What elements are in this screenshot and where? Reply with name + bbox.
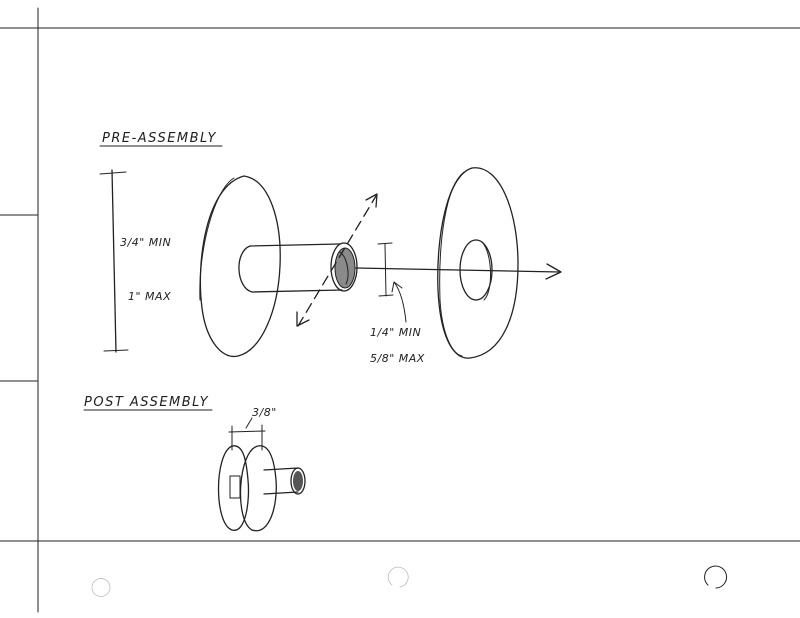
right-washer-edge (439, 171, 465, 357)
assembled-part (217, 445, 306, 532)
post-width-label: 3/8" (252, 406, 277, 419)
center-axis-line (355, 267, 561, 273)
tube-shaft (238, 242, 358, 293)
diagonal-arrowhead-bottom (296, 311, 310, 327)
post-assembly-title: POST ASSEMBLY (84, 395, 209, 410)
left-flange-face (199, 175, 281, 358)
punch-hole-center (387, 566, 409, 588)
right-washer-hole (459, 239, 493, 301)
diagonal-dashed-line (297, 195, 377, 327)
left-flange-edge (199, 177, 235, 301)
assembled-front-disc (239, 445, 277, 532)
tube-bore-shading (334, 247, 356, 289)
punch-holes (91, 565, 728, 597)
height-dimension (99, 169, 129, 353)
height-dimension-bottom-tick (103, 349, 129, 352)
assembled-tube-end (290, 467, 306, 495)
gap-leader-arrowhead (391, 281, 403, 293)
diagonal-arrowhead-top (365, 193, 378, 208)
assembled-rear-disc (217, 445, 250, 531)
assembled-tube-top (263, 467, 299, 471)
tube-front-end (330, 242, 358, 292)
gap-dimension-bottom-tick (378, 294, 394, 297)
left-flange (199, 175, 281, 358)
height-min-label: 3/4" MIN (120, 236, 171, 249)
punch-hole-left (91, 578, 111, 597)
assembled-inner-stub (229, 475, 241, 499)
right-washer-face (437, 167, 519, 359)
right-washer-hole-depth (481, 241, 492, 301)
height-dimension-top-tick (99, 171, 127, 175)
gap-dimension-top-tick (377, 242, 393, 245)
center-axis-arrowhead (545, 263, 562, 280)
sheet-border (0, 7, 800, 613)
diagonal-axis (296, 193, 378, 327)
gap-dimension-line (384, 243, 387, 297)
assembled-tube-bottom (263, 491, 299, 495)
pre-assembly-title: PRE-ASSEMBLY (102, 131, 217, 146)
gap-leader-arrow (393, 281, 407, 323)
center-axis (355, 263, 562, 280)
post-width-line (228, 430, 266, 433)
height-max-label: 1" MAX (128, 290, 171, 303)
post-width-leader (245, 417, 253, 429)
punch-hole-right (704, 565, 728, 589)
height-dimension-line (111, 169, 117, 353)
right-washer (437, 167, 519, 359)
tube-bottom-edge (251, 289, 343, 293)
tube-top-edge (249, 243, 341, 247)
gap-min-label: 1/4" MIN (370, 326, 421, 339)
tube-back-end (238, 245, 253, 293)
gap-dimension (377, 242, 407, 323)
gap-max-label: 5/8" MAX (370, 352, 425, 365)
assembled-tube-bore (293, 471, 303, 491)
